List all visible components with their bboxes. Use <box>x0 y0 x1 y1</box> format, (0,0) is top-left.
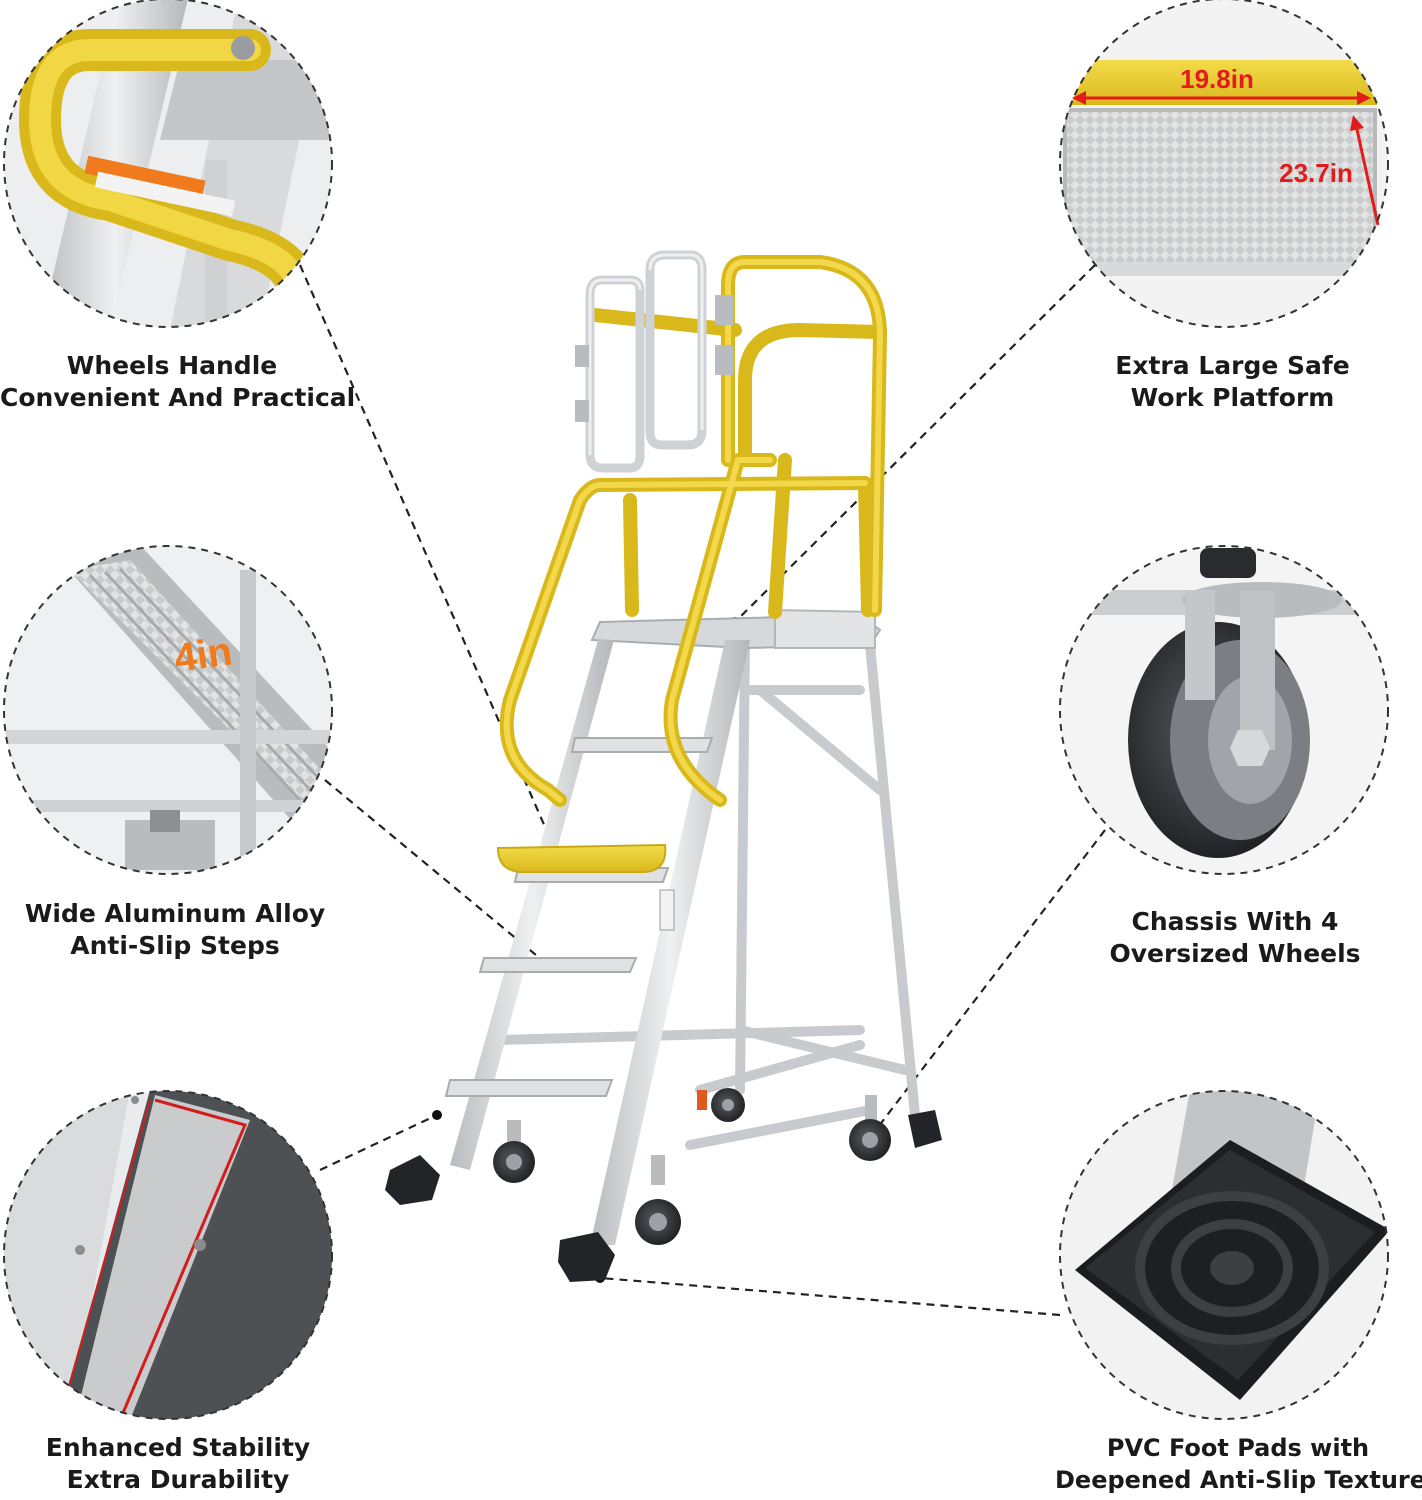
detail-circle-border <box>1059 0 1389 328</box>
caption-line: Work Platform <box>1130 383 1335 412</box>
platform-depth-label: 23.7in <box>1279 158 1353 188</box>
detail-steps <box>4 546 332 874</box>
caption-stability: Enhanced Stability Extra Durability <box>0 1432 356 1496</box>
detail-circle-border <box>1059 545 1389 875</box>
caster-wheels <box>493 1088 891 1245</box>
caption-line: Extra Large Safe <box>1115 351 1350 380</box>
caption-line: Deepened Anti-Slip Texture <box>1055 1466 1422 1494</box>
detail-stability <box>4 1091 332 1419</box>
caption-line: Chassis With 4 <box>1131 907 1339 936</box>
caption-work-platform: Extra Large Safe Work Platform <box>1060 350 1405 414</box>
caption-line: Oversized Wheels <box>1109 939 1361 968</box>
platform-depth-dimension: 23.7in <box>1279 115 1380 226</box>
caption-aluminum-steps: Wide Aluminum Alloy Anti-Slip Steps <box>0 898 350 962</box>
platform-ladder <box>385 250 942 1282</box>
step-depth-label: 4in <box>172 629 235 681</box>
caption-line: Anti-Slip Steps <box>70 931 280 960</box>
caption-line: Wide Aluminum Alloy <box>24 899 326 928</box>
foot-pads <box>385 1110 942 1282</box>
detail-circle-border <box>1059 1090 1389 1420</box>
platform-width-label: 19.8in <box>1180 64 1254 94</box>
detail-handle <box>4 0 332 327</box>
detail-circle-border <box>3 0 333 328</box>
caption-line: Enhanced Stability <box>45 1433 311 1462</box>
detail-circle-border <box>3 1090 333 1420</box>
caption-line: Extra Durability <box>66 1465 290 1494</box>
detail-platform <box>1060 0 1388 327</box>
caption-line: Convenient And Practical <box>0 383 356 412</box>
platform-width-dimension: 19.8in <box>1072 64 1371 105</box>
detail-circle-border <box>3 545 333 875</box>
caption-oversized-wheels: Chassis With 4 Oversized Wheels <box>1060 906 1410 970</box>
caption-line: Wheels Handle <box>66 351 278 380</box>
caption-line: PVC Foot Pads with <box>1106 1434 1370 1462</box>
caption-foot-pads: PVC Foot Pads with Deepened Anti-Slip Te… <box>1055 1432 1422 1496</box>
caption-wheels-handle: Wheels Handle Convenient And Practical <box>0 350 356 414</box>
detail-wheel <box>1060 546 1388 874</box>
detail-foot-pad <box>1060 1091 1388 1419</box>
